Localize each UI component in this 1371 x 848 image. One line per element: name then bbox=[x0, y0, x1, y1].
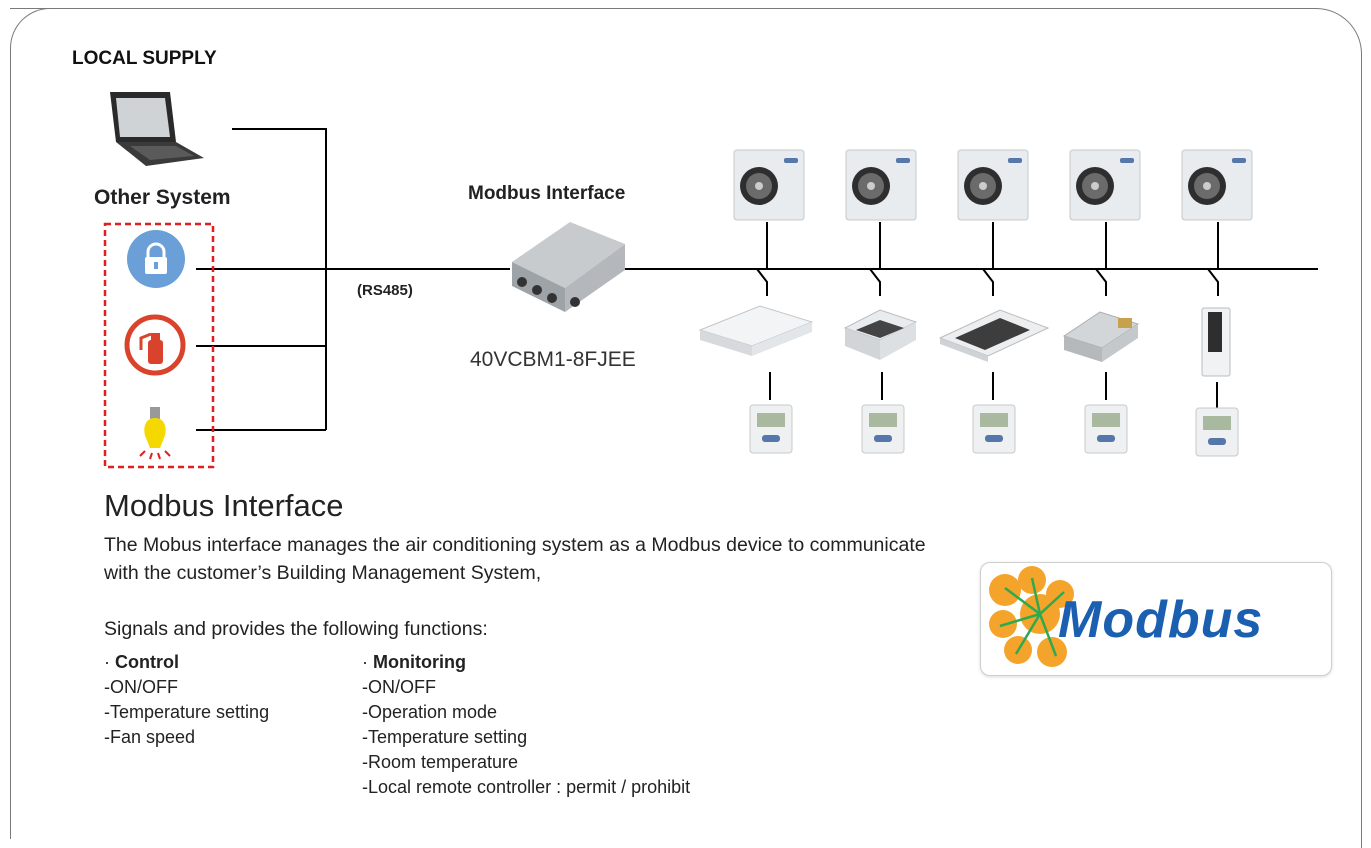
section-heading: Modbus Interface bbox=[104, 488, 344, 523]
outdoor-unit-icon bbox=[1069, 149, 1141, 221]
indoor-unit-icon bbox=[1201, 307, 1231, 377]
local-supply-label: LOCAL SUPPLY bbox=[72, 48, 217, 69]
rs485-label: (RS485) bbox=[357, 282, 413, 299]
signals-intro: Signals and provides the following funct… bbox=[104, 618, 488, 640]
indoor-unit-icon bbox=[938, 309, 1050, 362]
lock-icon bbox=[127, 230, 185, 288]
list-item: -Fan speed bbox=[104, 727, 196, 747]
model-number: 40VCBM1-8FJEE bbox=[470, 348, 636, 371]
section-description: The Mobus interface manages the air cond… bbox=[104, 534, 926, 584]
remote-controller-icon bbox=[1195, 407, 1239, 457]
other-system-box bbox=[103, 222, 215, 469]
indoor-unit-icon bbox=[843, 309, 918, 360]
list-item: -Temperature setting bbox=[362, 727, 528, 747]
fire-extinguisher-icon bbox=[124, 314, 186, 376]
modbus-interface-box-icon bbox=[512, 222, 625, 312]
list-item: -ON/OFF bbox=[362, 677, 436, 697]
laptop-icon bbox=[110, 92, 204, 166]
remote-controllers bbox=[749, 404, 1239, 457]
modbus-logo-text: Modbus bbox=[1058, 591, 1264, 649]
indoor-unit-icon bbox=[698, 305, 814, 356]
indoor-unit-icon bbox=[1062, 311, 1140, 362]
other-system-label: Other System bbox=[94, 186, 231, 209]
list-item: -Temperature setting bbox=[104, 702, 270, 722]
control-list: · Control -ON/OFF -Temperature setting -… bbox=[104, 650, 269, 750]
list-item: -Local remote controller : permit / proh… bbox=[362, 777, 691, 797]
list-item: -Operation mode bbox=[362, 702, 498, 722]
outdoor-unit-icon bbox=[1181, 149, 1253, 221]
control-title: · Control bbox=[104, 652, 179, 672]
light-bulb-icon bbox=[139, 407, 171, 460]
outdoor-unit-icon bbox=[845, 149, 917, 221]
list-item: -ON/OFF bbox=[104, 677, 178, 697]
remote-controller-icon bbox=[861, 404, 905, 454]
outdoor-units bbox=[733, 149, 1253, 221]
outdoor-unit-icon bbox=[957, 149, 1029, 221]
wires bbox=[196, 128, 1318, 431]
outdoor-unit-icon bbox=[733, 149, 805, 221]
monitoring-title: · Monitoring bbox=[362, 652, 466, 672]
list-item: -Room temperature bbox=[362, 752, 519, 772]
modbus-interface-label: Modbus Interface bbox=[468, 183, 626, 204]
frame-border bbox=[10, 8, 1362, 848]
laptop-wire bbox=[232, 128, 327, 430]
remote-controller-icon bbox=[749, 404, 793, 454]
diagram-canvas bbox=[103, 92, 1318, 665]
remote-controller-icon bbox=[972, 404, 1016, 454]
monitoring-list: · Monitoring -ON/OFF -Operation mode -Te… bbox=[362, 650, 690, 800]
indoor-units bbox=[698, 305, 1231, 377]
remote-controller-icon bbox=[1084, 404, 1128, 454]
